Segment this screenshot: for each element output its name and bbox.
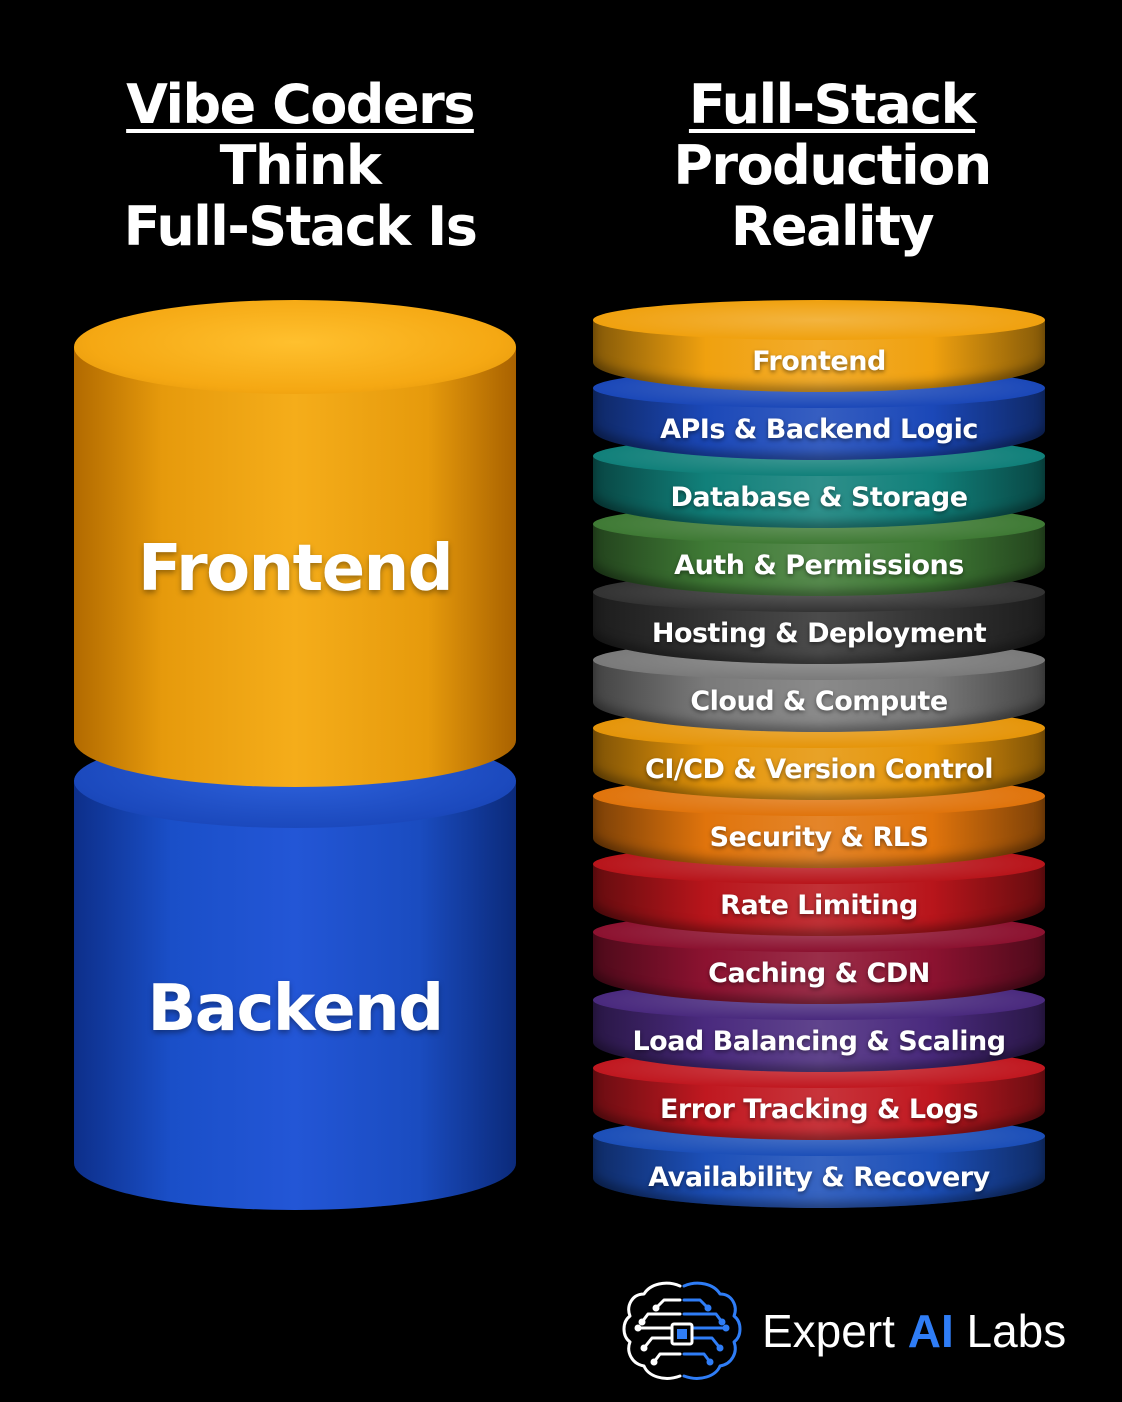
left-heading-line3: Full-Stack Is (123, 195, 478, 259)
stack-layer-label: Caching & CDN (708, 958, 930, 989)
stack-layer-label: Error Tracking & Logs (659, 1094, 979, 1125)
stack-layer-label: Frontend (752, 346, 886, 377)
stack-layer-label: Rate Limiting (720, 890, 918, 921)
stack-layer-auth-and-permissions: Auth & Permissions (593, 504, 1045, 596)
stack-layer-frontend: Frontend (593, 300, 1045, 392)
backend-cylinder-segment (74, 780, 516, 1210)
two-layer-cylinder: Frontend Backend (74, 300, 516, 1230)
left-heading-line1: Vibe Coders (126, 73, 475, 136)
stack-layer-label: Security & RLS (709, 822, 929, 853)
expert-ai-labs-logo: Expert AI Labs (618, 1278, 1088, 1388)
stack-layer-label: Auth & Permissions (674, 550, 964, 581)
backend-cylinder-label: Backend (147, 972, 444, 1046)
brand-name-part1: Expert (762, 1305, 908, 1357)
right-heading-line1: Full-Stack (688, 73, 977, 136)
stack-layer-top (593, 300, 1045, 340)
stack-layer-security-and-rls: Security & RLS (593, 776, 1045, 868)
brain-circuit-icon (622, 1281, 742, 1380)
stack-layer-label: Availability & Recovery (648, 1162, 990, 1193)
right-heading: Full-Stack Production Reality (592, 74, 1072, 257)
stack-layer-label: Cloud & Compute (690, 686, 948, 717)
right-heading-line3: Reality (730, 195, 935, 259)
left-heading-line2: Think (219, 134, 382, 198)
stack-layer-label: APIs & Backend Logic (660, 414, 978, 445)
brand-name: Expert AI Labs (762, 1304, 1066, 1358)
brand-name-ai: AI (907, 1305, 954, 1357)
left-heading: Vibe Coders Think Full-Stack Is (60, 74, 540, 257)
frontend-cylinder-label: Frontend (137, 532, 454, 606)
stack-layer-label: Load Balancing & Scaling (632, 1026, 1006, 1057)
stack-layer-label: Hosting & Deployment (651, 618, 987, 649)
right-heading-line2: Production (673, 134, 992, 198)
frontend-cylinder-segment (74, 347, 516, 787)
brand-name-part3: Labs (953, 1305, 1067, 1357)
stack-layer-label: CI/CD & Version Control (645, 754, 993, 785)
stack-layer-label: Database & Storage (670, 482, 968, 513)
layer-stack: Availability & Recovery Error Tracking & … (593, 300, 1045, 1260)
frontend-cylinder-top (74, 300, 516, 394)
